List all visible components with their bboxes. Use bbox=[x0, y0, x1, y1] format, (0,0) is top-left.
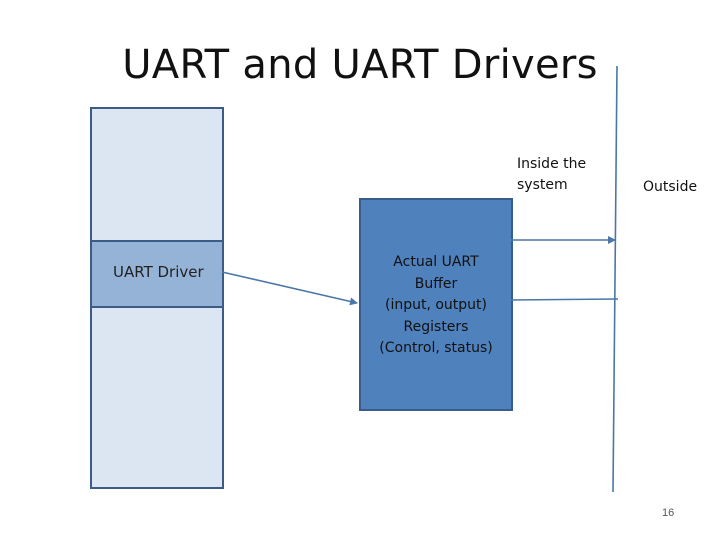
inside-label-line: system bbox=[517, 177, 568, 193]
page-number: 16 bbox=[662, 507, 675, 519]
driver-to-uart-arrow bbox=[221, 271, 358, 306]
slide-title: UART and UART Drivers bbox=[122, 42, 598, 88]
uart-box-line: (input, output) bbox=[384, 297, 487, 313]
uart-box-text: Actual UART Buffer (input, output) Regis… bbox=[361, 252, 511, 360]
uart-box-line: Actual UART bbox=[393, 254, 479, 270]
inside-label-line: Inside the bbox=[517, 156, 587, 172]
uart-driver-box: UART Driver bbox=[90, 240, 224, 308]
uart-input-line bbox=[510, 298, 619, 301]
uart-driver-label: UART Driver bbox=[113, 262, 204, 281]
system-boundary-line bbox=[612, 65, 618, 493]
uart-box-line: (Control, status) bbox=[379, 340, 493, 356]
uart-box-line: Buffer bbox=[414, 275, 458, 292]
outside-label: Outside bbox=[643, 179, 698, 195]
uart-box-line: Registers bbox=[403, 318, 469, 335]
uart-hardware-box: Actual UART Buffer (input, output) Regis… bbox=[359, 198, 513, 411]
inside-system-label: Inside the system bbox=[517, 154, 607, 196]
